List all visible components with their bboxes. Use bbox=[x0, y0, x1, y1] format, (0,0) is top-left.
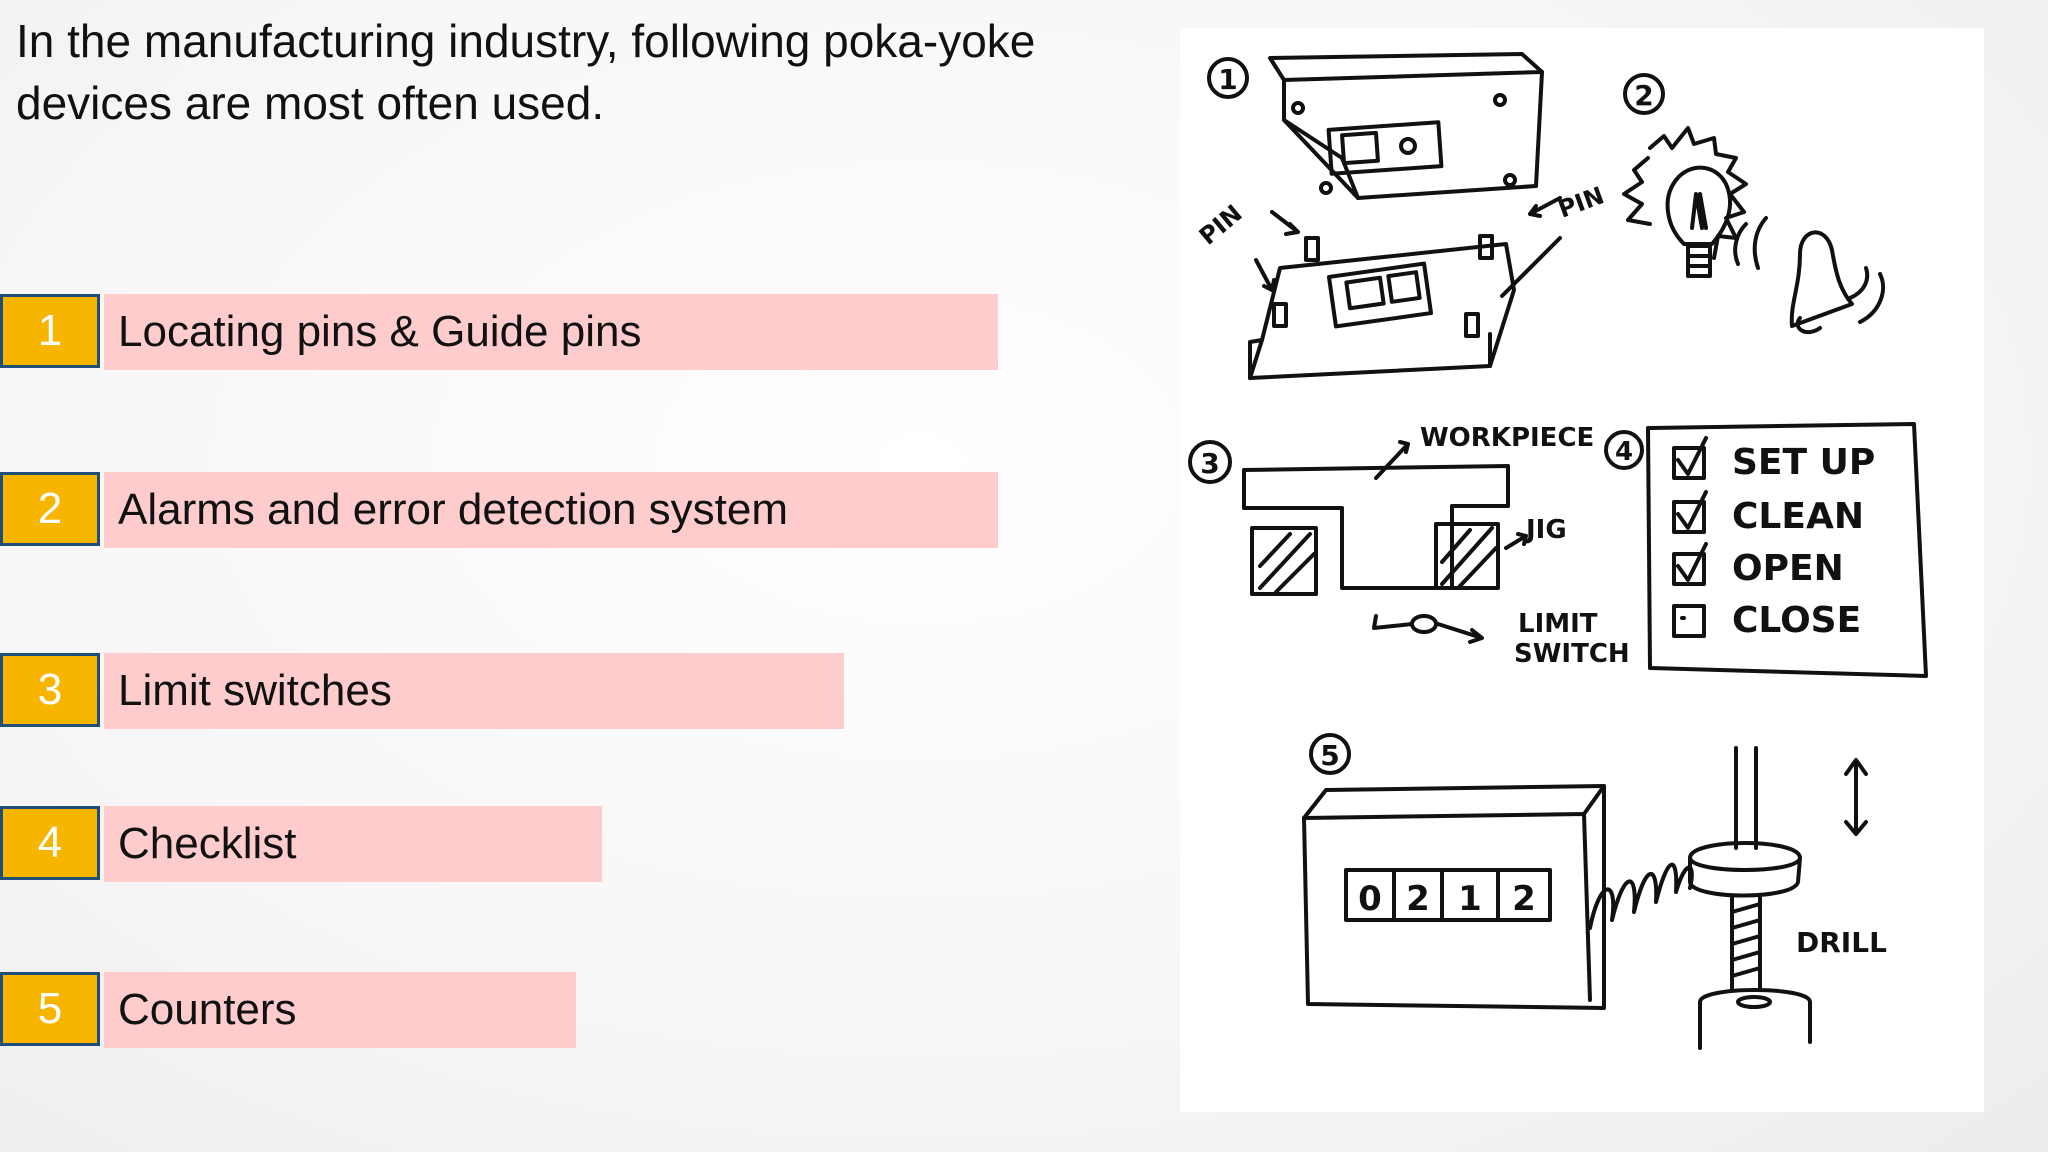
checklist-item-4: CLOSE bbox=[1732, 600, 1861, 641]
checklist-item-3: OPEN bbox=[1732, 548, 1844, 589]
item-label: Checklist bbox=[104, 806, 602, 882]
counter-digit-1: 0 bbox=[1358, 879, 1382, 919]
item-label: Limit switches bbox=[104, 653, 844, 729]
checklist-sketch: 4 SET UP CLEAN OPEN CLOSE bbox=[1604, 422, 1928, 678]
badge-1: 1 bbox=[1218, 63, 1237, 96]
counter-digit-4: 2 bbox=[1512, 879, 1536, 919]
switch-label: SWITCH bbox=[1514, 639, 1630, 669]
limit-switch-sketch: 3 WORKPIECE JIG LIMIT SWITCH bbox=[1188, 423, 1630, 669]
item-number: 4 bbox=[0, 806, 100, 880]
checklist-item-1: SET UP bbox=[1732, 442, 1875, 483]
pin-label-left: PIN bbox=[1194, 199, 1248, 250]
counter-digit-2: 2 bbox=[1406, 879, 1430, 919]
item-number: 3 bbox=[0, 653, 100, 727]
badge-3: 3 bbox=[1200, 447, 1219, 480]
drill-label: DRILL bbox=[1796, 926, 1887, 959]
poka-yoke-illustration: 1 PIN PIN 2 bbox=[1180, 28, 1984, 1112]
item-label: Locating pins & Guide pins bbox=[104, 294, 998, 370]
alarm-sketch: 2 bbox=[1622, 73, 1886, 335]
item-number: 2 bbox=[0, 472, 100, 546]
item-label: Counters bbox=[104, 972, 576, 1048]
badge-circle bbox=[1207, 57, 1249, 99]
item-label: Alarms and error detection system bbox=[104, 472, 998, 548]
limit-label: LIMIT bbox=[1518, 609, 1598, 639]
badge-2: 2 bbox=[1634, 79, 1653, 112]
counter-sketch: 5 0 2 1 2 DRILL bbox=[1302, 733, 1887, 1050]
counter-digit-3: 1 bbox=[1458, 879, 1482, 919]
jig-label: JIG bbox=[1524, 515, 1567, 545]
item-number: 1 bbox=[0, 294, 100, 368]
checklist-item-2: CLEAN bbox=[1732, 496, 1864, 537]
workpiece-label: WORKPIECE bbox=[1420, 423, 1594, 453]
locating-pins-sketch: 1 PIN PIN bbox=[1194, 52, 1608, 380]
item-number: 5 bbox=[0, 972, 100, 1046]
intro-text: In the manufacturing industry, following… bbox=[16, 15, 1036, 129]
badge-5: 5 bbox=[1320, 739, 1339, 772]
badge-4: 4 bbox=[1615, 437, 1633, 467]
pin-label-right: PIN bbox=[1554, 181, 1607, 223]
